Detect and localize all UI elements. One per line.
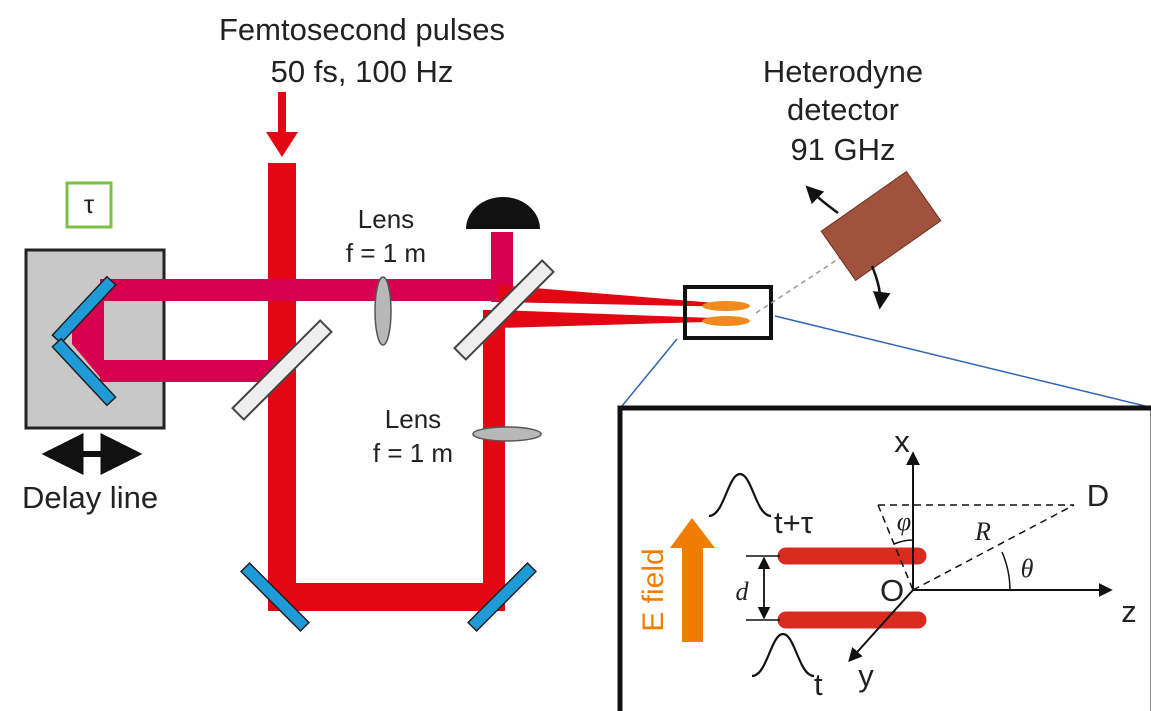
detector-rotation-arrow-upper [805,185,839,215]
beam-right-vertical [483,310,505,611]
axis-z-label: z [1121,594,1137,629]
beam-focus-lower [498,310,740,328]
dashed-projection [877,504,914,591]
angle-phi-arc [893,539,914,545]
e-field-arrow-shaft [682,546,703,642]
delay-mirror-lower [51,337,117,407]
origin-label: O [880,573,904,608]
axis-x-label: x [894,424,910,459]
dashed-distance-R [912,504,1075,591]
lens-top [374,276,392,346]
beam-splitter-right [453,259,555,361]
pulse-envelope-top [708,472,772,518]
angle-theta-label: θ [1021,554,1034,583]
distance-R-label: R [974,517,991,546]
plasma-filament-upper [702,301,750,311]
detector-point-label: D [1087,478,1109,513]
delay-tau-box [65,181,113,229]
e-field-arrowhead [670,518,715,548]
detector-rotation-arrow-lower [870,265,891,310]
pulse-top-label: t+τ [774,505,813,540]
axis-y-label: y [858,658,874,693]
lens-top-label-line2: f = 1 m [346,238,426,268]
plasma-filament-lower [702,316,750,326]
axis-y-line [848,589,914,663]
heterodyne-detector [820,170,942,282]
lens-bottom-label-line1: Lens [385,404,441,434]
retro-mirror-top [466,197,540,229]
lens-bottom [472,426,542,442]
input-pulse-arrowhead [266,132,298,157]
beam-retro-vertical [491,232,513,302]
angle-theta-arc [1001,551,1011,591]
beam-delay-upper [100,279,502,301]
pulse-bottom-label: t [814,667,823,702]
source-label-line1: Femtosecond pulses [219,12,505,47]
zoom-connector-right [774,315,1146,407]
zoom-connector-left [621,338,678,407]
detector-label-line2: detector [787,92,899,127]
beam-focus-upper [498,285,740,307]
pulse-envelope-bottom [751,632,815,678]
e-field-label: E field [637,548,670,631]
detector-label-line1: Heterodyne [763,54,923,89]
mirror-bottom-left [239,561,311,633]
lens-top-label-line1: Lens [358,204,414,234]
detector-label-line3: 91 GHz [790,132,895,167]
beam-delay-lower [100,360,284,382]
delay-mirror-upper [51,275,117,345]
angle-phi-label: φ [897,507,911,536]
plasma-zoom-box [683,285,773,340]
delay-tau-symbol: τ [84,189,95,219]
mirror-bottom-right [466,561,538,633]
delay-line-label: Delay line [22,480,158,515]
beam-splitter-left [231,319,333,421]
beam-bottom-horizontal [268,583,505,611]
separation-label: d [736,577,750,606]
lens-bottom-label-line2: f = 1 m [373,438,453,468]
source-label-line2: 50 fs, 100 Hz [271,54,454,89]
